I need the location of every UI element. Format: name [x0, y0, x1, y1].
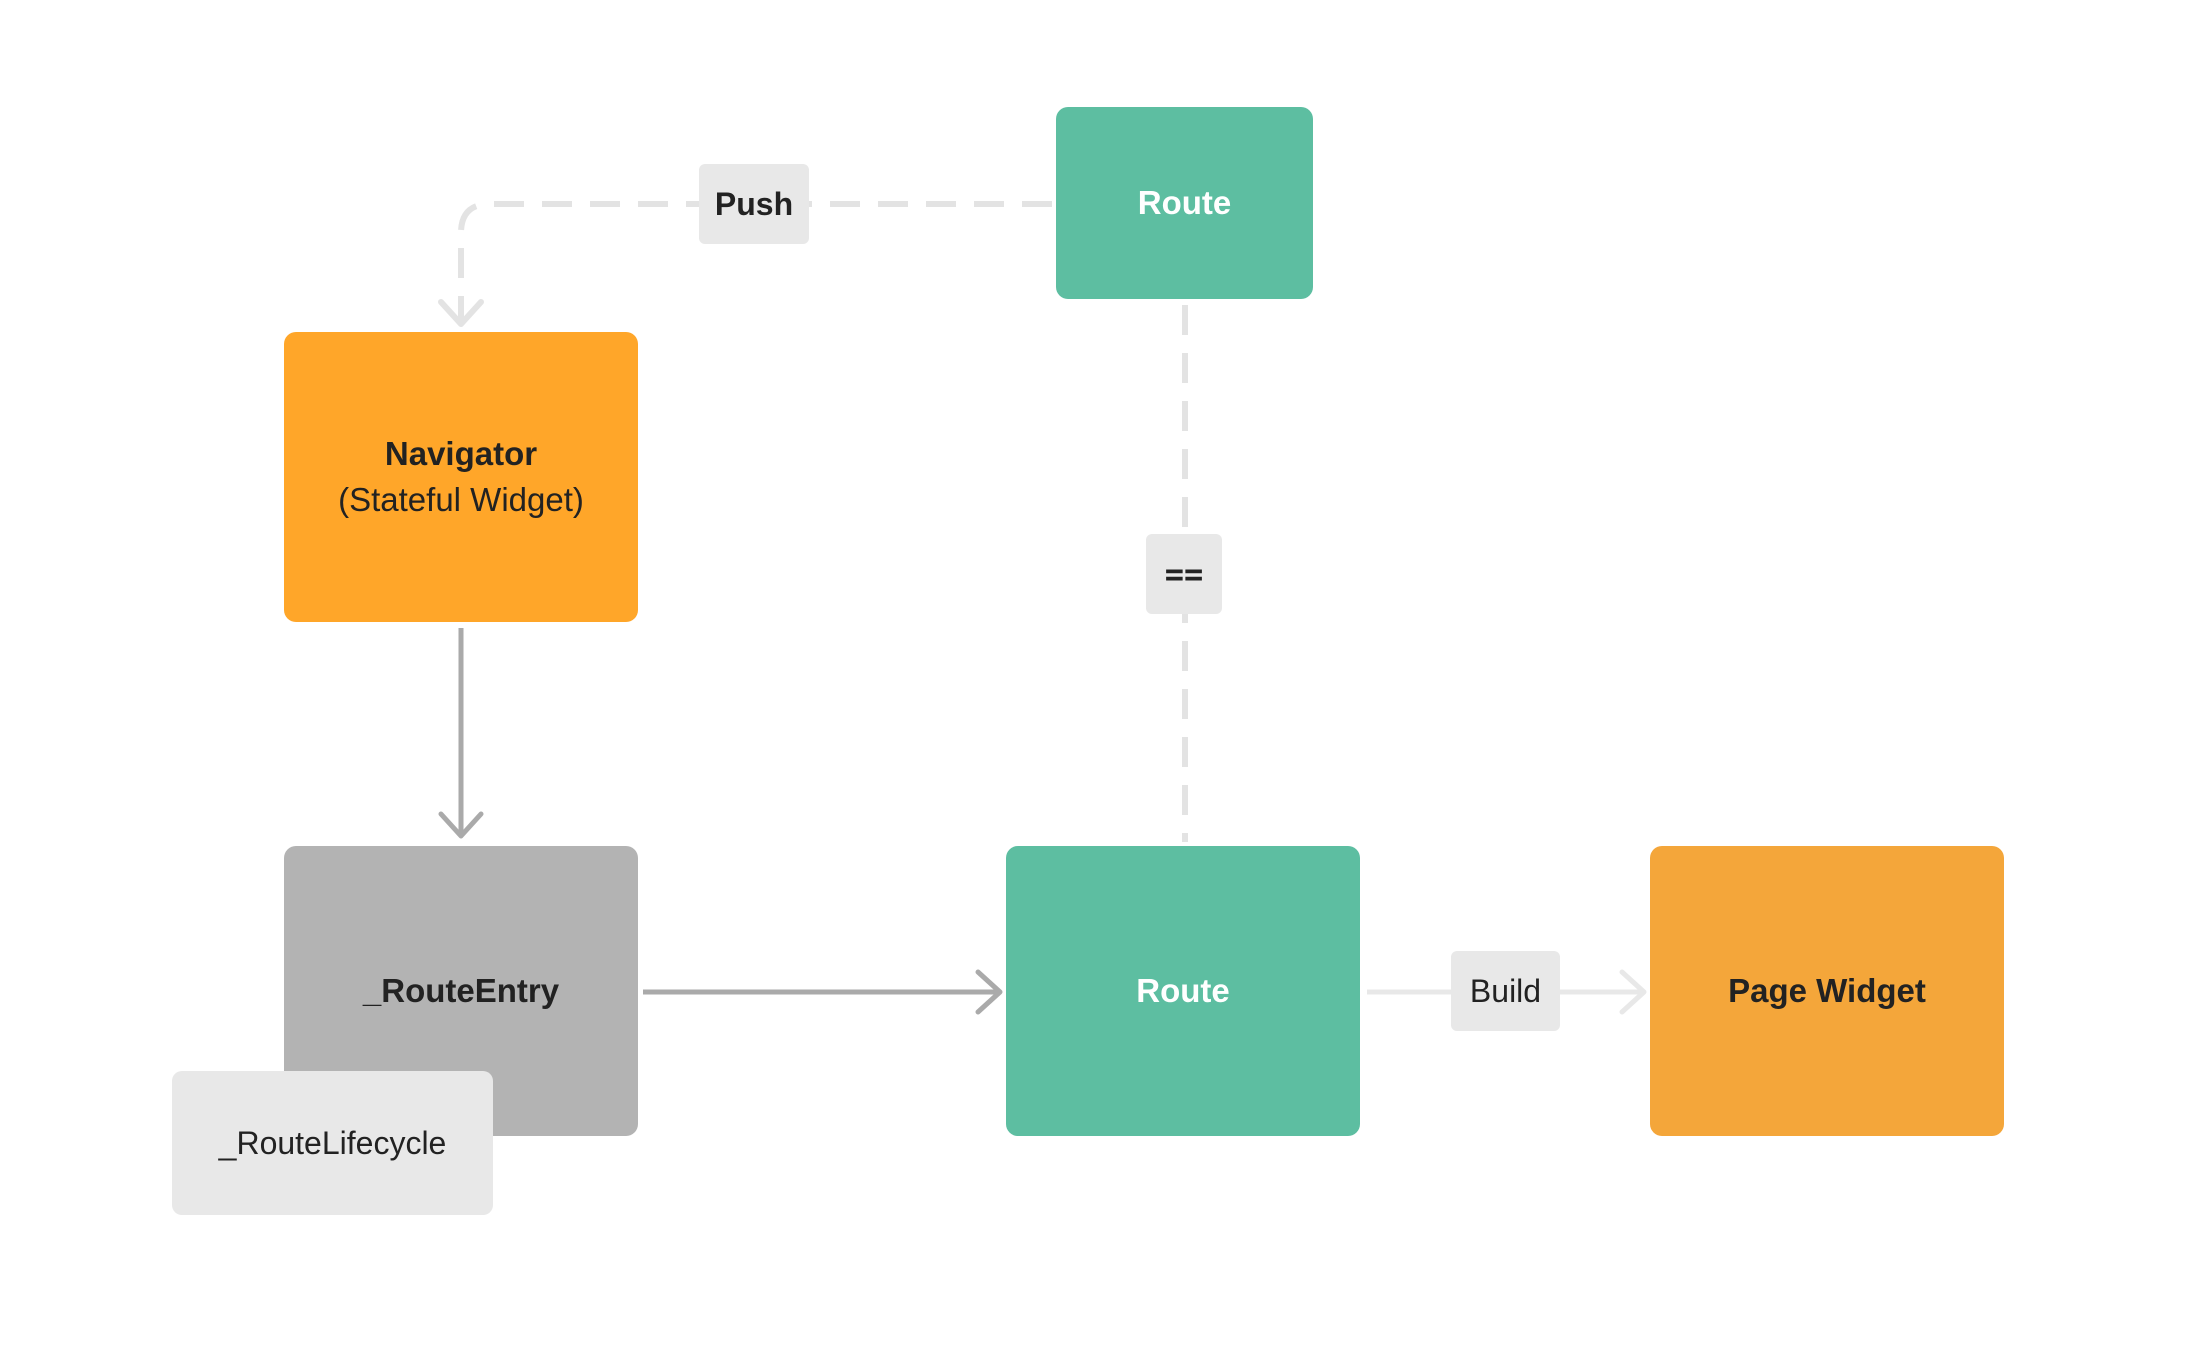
- push-tag: Push: [699, 164, 809, 244]
- build-tag-label: Build: [1469, 972, 1542, 1009]
- push-arrowhead: [438, 299, 484, 327]
- page-widget-node: Page Widget: [1650, 846, 2004, 1136]
- push-connector: [458, 201, 1052, 322]
- route-lifecycle-node: _RouteLifecycle: [172, 1071, 493, 1215]
- route-bottom-node: Route: [1006, 846, 1360, 1136]
- navigator-node: Navigator (Stateful Widget): [284, 332, 638, 622]
- route-entry-label: _RouteEntry: [362, 972, 560, 1009]
- navigator-subtitle: (Stateful Widget): [338, 481, 584, 518]
- page-widget-label: Page Widget: [1728, 972, 1926, 1009]
- route-lifecycle-label: _RouteLifecycle: [218, 1125, 447, 1161]
- build-tag: Build: [1451, 951, 1560, 1031]
- route-top-label: Route: [1137, 184, 1232, 221]
- push-tag-label: Push: [714, 185, 794, 222]
- navigator-label: Navigator: [384, 435, 538, 472]
- equals-tag: ==: [1146, 534, 1222, 614]
- route-top-node: Route: [1056, 107, 1313, 299]
- entry-to-route-arrowhead: [975, 969, 1003, 1015]
- route-bottom-label: Route: [1136, 972, 1230, 1009]
- build-arrowhead: [1619, 969, 1647, 1015]
- equals-tag-label: ==: [1164, 555, 1204, 593]
- navigator-to-entry-arrowhead: [438, 811, 484, 839]
